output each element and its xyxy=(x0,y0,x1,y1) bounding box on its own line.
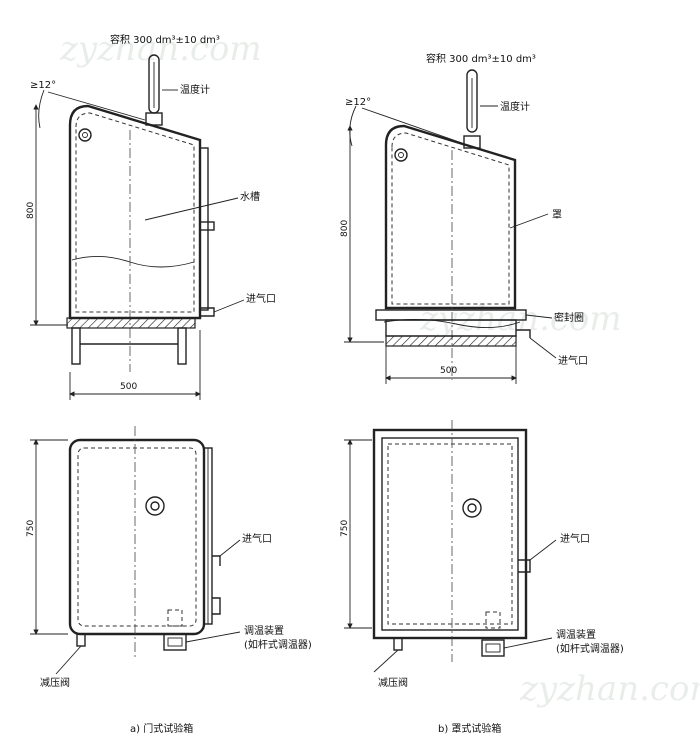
pressure-valve-b-icon xyxy=(393,637,403,651)
capacity-note-a: 容积 300 dm³±10 dm³ xyxy=(110,33,220,46)
temp-device-label-b2: (如杆式调温器) xyxy=(556,642,624,655)
temp-device-label-a1: 调温装置 xyxy=(244,624,284,637)
pressure-valve-a-icon xyxy=(76,633,86,647)
svg-text:zyzhan.com: zyzhan.com xyxy=(519,669,700,709)
diagram-a-front-view: 进气口 调温装置 (如杆式调温器) 减压阀 750 xyxy=(26,426,312,689)
pressure-valve-label-a: 减压阀 xyxy=(40,676,70,689)
svg-text:zyzhan.com: zyzhan.com xyxy=(419,299,622,339)
dim-height-a: 800 xyxy=(26,202,36,219)
temp-device-b-icon xyxy=(481,639,505,657)
door-front-a xyxy=(68,438,206,636)
thermometer-a-icon xyxy=(145,54,163,126)
angle-label-b: ≥12° xyxy=(345,97,371,108)
thermometer-label-b: 温度计 xyxy=(500,100,530,113)
porthole-a-front-icon xyxy=(145,496,165,516)
temp-device-label-a2: (如杆式调温器) xyxy=(244,638,312,651)
water-tank-label: 水槽 xyxy=(240,190,260,203)
air-inlet-label-b-front: 进气口 xyxy=(560,532,590,545)
temp-device-a-icon xyxy=(163,633,187,651)
angle-label-a: ≥12° xyxy=(30,80,56,91)
dim-height-a-front: 750 xyxy=(26,520,36,537)
dim-height-b: 800 xyxy=(340,220,350,237)
diagram-a-side-view: 容积 300 dm³±10 dm³ 温度计 ≥12° 水槽 xyxy=(26,33,276,400)
svg-text:zyzhan.com: zyzhan.com xyxy=(59,29,262,69)
watermark: zyzhan.com zyzhan.com zyzhan.com xyxy=(59,29,700,709)
cover-label: 罩 xyxy=(552,209,562,221)
cover-front-b xyxy=(372,428,528,640)
dim-width-a: 500 xyxy=(120,382,137,392)
porthole-a-icon xyxy=(78,128,92,142)
seal-ring-label: 密封圈 xyxy=(554,311,584,324)
pressure-valve-label-b: 减压阀 xyxy=(378,676,408,689)
diagram-b-front-view: 进气口 调温装置 (如杆式调温器) 减压阀 750 xyxy=(340,420,624,689)
dim-height-b-front: 750 xyxy=(340,520,350,537)
porthole-b-front-icon xyxy=(462,498,482,518)
porthole-b-icon xyxy=(394,148,408,162)
air-inlet-label-a-front: 进气口 xyxy=(242,532,272,545)
caption-a: a) 门式试验箱 xyxy=(130,722,193,735)
capacity-note-b: 容积 300 dm³±10 dm³ xyxy=(426,52,536,65)
temp-device-label-b1: 调温装置 xyxy=(556,628,596,641)
base-plate-a xyxy=(66,317,196,329)
air-inlet-label-a: 进气口 xyxy=(246,292,276,305)
base-plate-b xyxy=(385,335,517,347)
dim-width-b: 500 xyxy=(440,366,457,376)
caption-b: b) 罩式试验箱 xyxy=(438,722,501,735)
cover-body-b xyxy=(384,124,517,310)
thermometer-label-a: 温度计 xyxy=(180,83,210,96)
thermometer-b-icon xyxy=(463,69,481,149)
air-inlet-label-b: 进气口 xyxy=(558,354,588,367)
diagram-b-side-view: 容积 300 dm³±10 dm³ 温度计 ≥12° 罩 密封圈 进气口 xyxy=(340,52,588,384)
